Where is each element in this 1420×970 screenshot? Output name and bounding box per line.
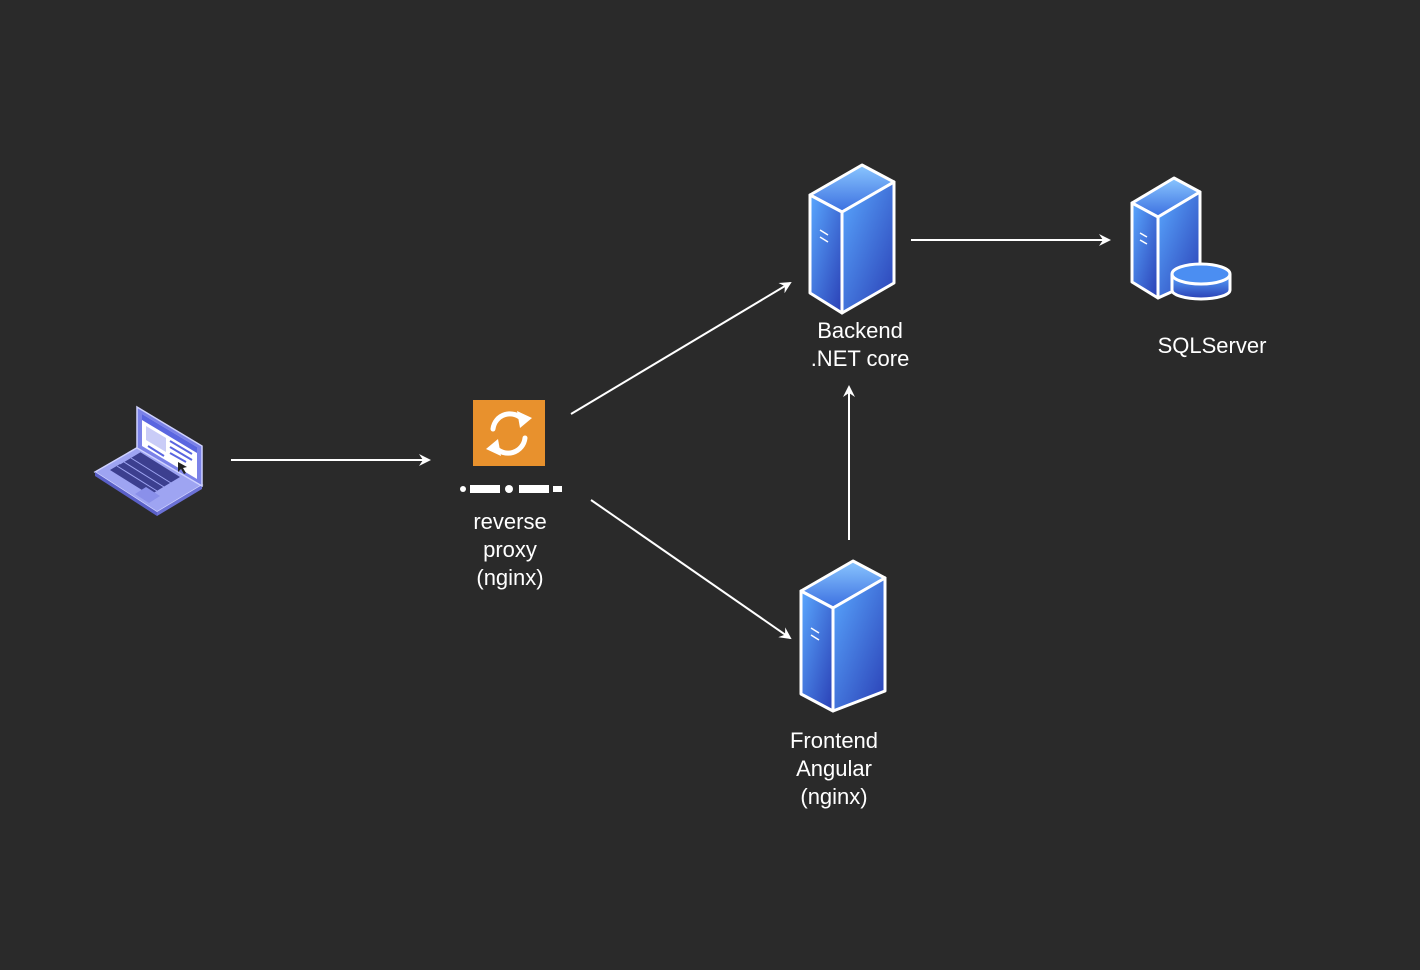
- database-label-line: SQLServer: [1157, 333, 1267, 358]
- frontend-label-line: Frontend: [789, 728, 879, 753]
- backend-label-line: .NET core: [810, 346, 910, 371]
- edge-proxy-to-frontend: [590, 499, 792, 640]
- laptop-icon[interactable]: [93, 405, 204, 516]
- frontend-label-line: (nginx): [800, 784, 868, 809]
- frontend-label: Frontend Angular (nginx): [790, 727, 878, 811]
- backend-label: Backend .NET core: [811, 317, 910, 373]
- server-icon[interactable]: [799, 559, 887, 713]
- proxy-label-line: reverse: [473, 509, 547, 534]
- proxy-label: reverse proxy (nginx): [473, 508, 546, 592]
- server-icon[interactable]: [808, 163, 896, 315]
- frontend-label-line: Angular: [796, 756, 872, 781]
- backend-label-line: Backend: [817, 318, 903, 343]
- proxy-label-line: (nginx): [476, 565, 544, 590]
- connectors: [231, 234, 1111, 640]
- edge-proxy-to-backend: [570, 281, 792, 415]
- database-label: SQLServer: [1158, 332, 1267, 360]
- database-server-icon[interactable]: [1130, 176, 1232, 301]
- nginx-proxy-icon[interactable]: [460, 400, 562, 493]
- proxy-label-line: proxy: [483, 537, 537, 562]
